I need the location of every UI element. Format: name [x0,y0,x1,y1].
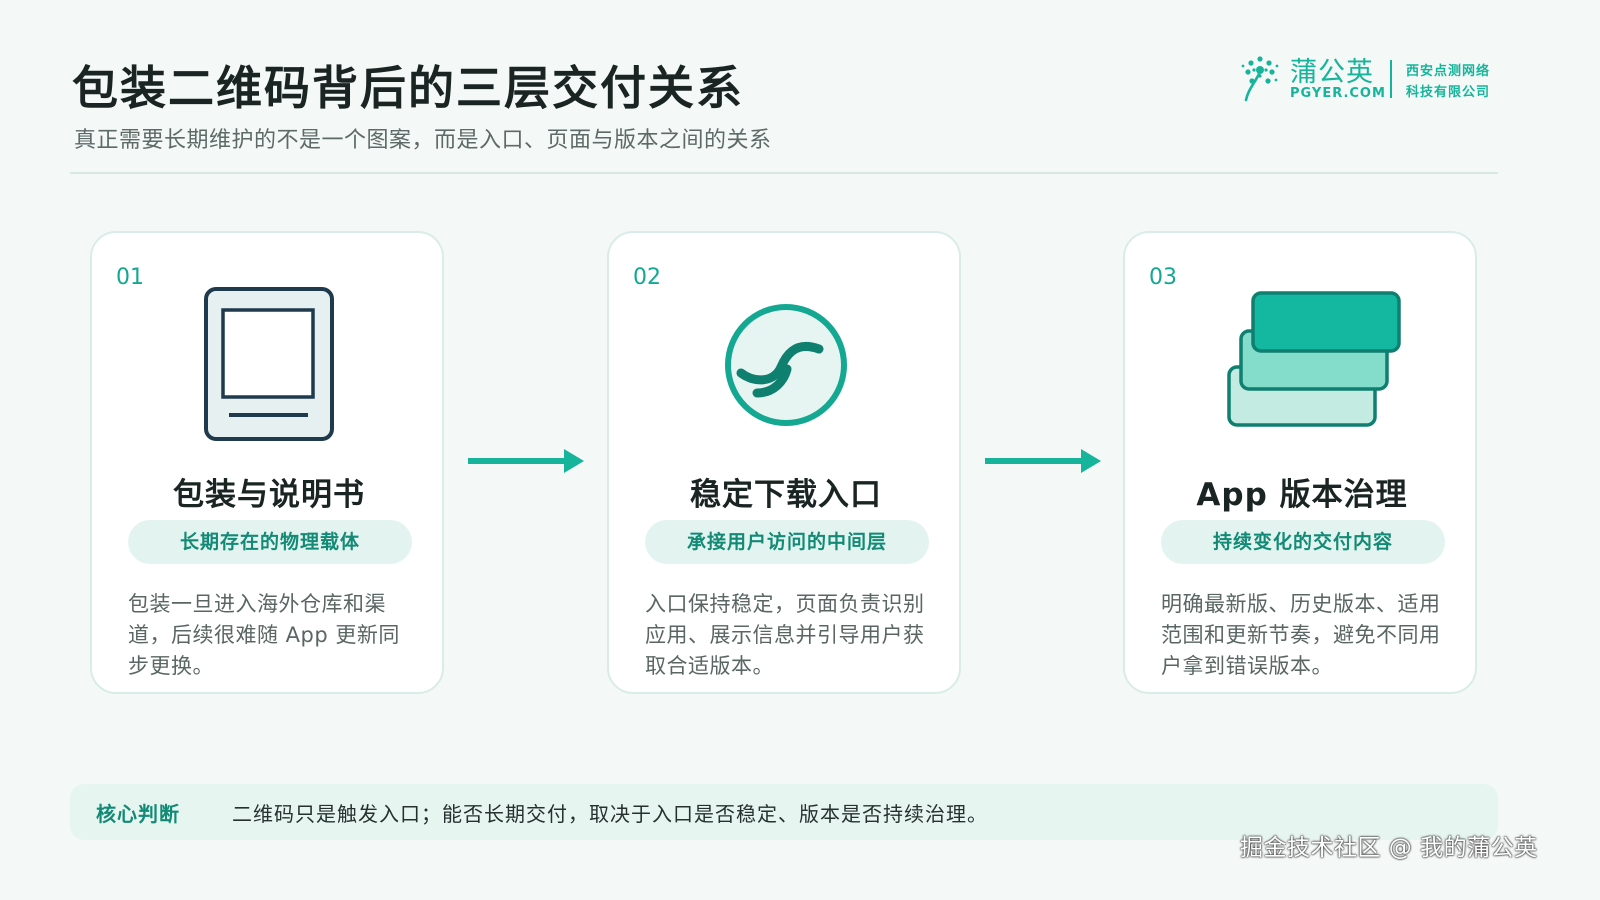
stable-entry-icon [725,304,847,426]
package-label-icon [204,287,334,441]
logo-separator [1390,60,1392,98]
brand-name-cn: 蒲公英 [1290,57,1374,88]
card-title: App 版本治理 [1196,477,1408,513]
card-description: 入口保持稳定，页面负责识别应用、展示信息并引导用户获取合适版本。 [645,592,925,678]
card-tag: 持续变化的交付内容 [1161,520,1445,564]
card-version-governance: 03 App 版本治理 持续变化的交付内容 明确最新版、历史版本、适用范围和更新… [1123,231,1477,694]
page-subtitle: 真正需要长期维护的不是一个图案，而是入口、页面与版本之间的关系 [74,128,772,153]
card-title: 稳定下载入口 [690,477,882,513]
card-description: 明确最新版、历史版本、适用范围和更新节奏，避免不同用户拿到错误版本。 [1161,592,1441,678]
header-divider [70,172,1498,174]
company-name-line1: 西安点测网络 [1406,64,1491,79]
card-description: 包装一旦进入海外仓库和渠道，后续很难随 App 更新同步更换。 [128,592,400,678]
company-name-line2: 科技有限公司 [1406,85,1491,100]
slide: 包装二维码背后的三层交付关系 真正需要长期维护的不是一个图案，而是入口、页面与版… [70,54,1538,861]
card-number: 02 [633,265,661,290]
conclusion-text: 二维码只是触发入口；能否长期交付，取决于入口是否稳定、版本是否持续治理。 [232,802,988,826]
conclusion-bar: 核心判断 二维码只是触发入口；能否长期交付，取决于入口是否稳定、版本是否持续治理… [70,784,1498,840]
card-number: 03 [1149,265,1177,290]
card-download-entry: 02 稳定下载入口 承接用户访问的中间层 入口保持稳定，页面负责识别应用、展示信… [607,231,961,694]
page-title: 包装二维码背后的三层交付关系 [72,61,744,115]
brand-name-en: PGYER.COM [1290,86,1386,101]
card-title: 包装与说明书 [173,477,365,513]
conclusion-label: 核心判断 [96,802,180,826]
version-stack-icon [1227,291,1401,427]
card-number: 01 [116,265,144,290]
brand-logo: 蒲公英 PGYER.COM 西安点测网络 科技有限公司 [1240,54,1500,104]
card-packaging: 01 包装与说明书 长期存在的物理载体 包装一旦进入海外仓库和渠道，后续很难随 … [90,231,444,694]
card-tag: 承接用户访问的中间层 [645,520,929,564]
card-tag: 长期存在的物理载体 [128,520,412,564]
arrow-right-icon [468,449,584,473]
dandelion-icon [1241,56,1279,102]
arrow-right-icon [985,449,1101,473]
watermark: 掘金技术社区 @ 我的蒲公英 [1240,835,1538,861]
